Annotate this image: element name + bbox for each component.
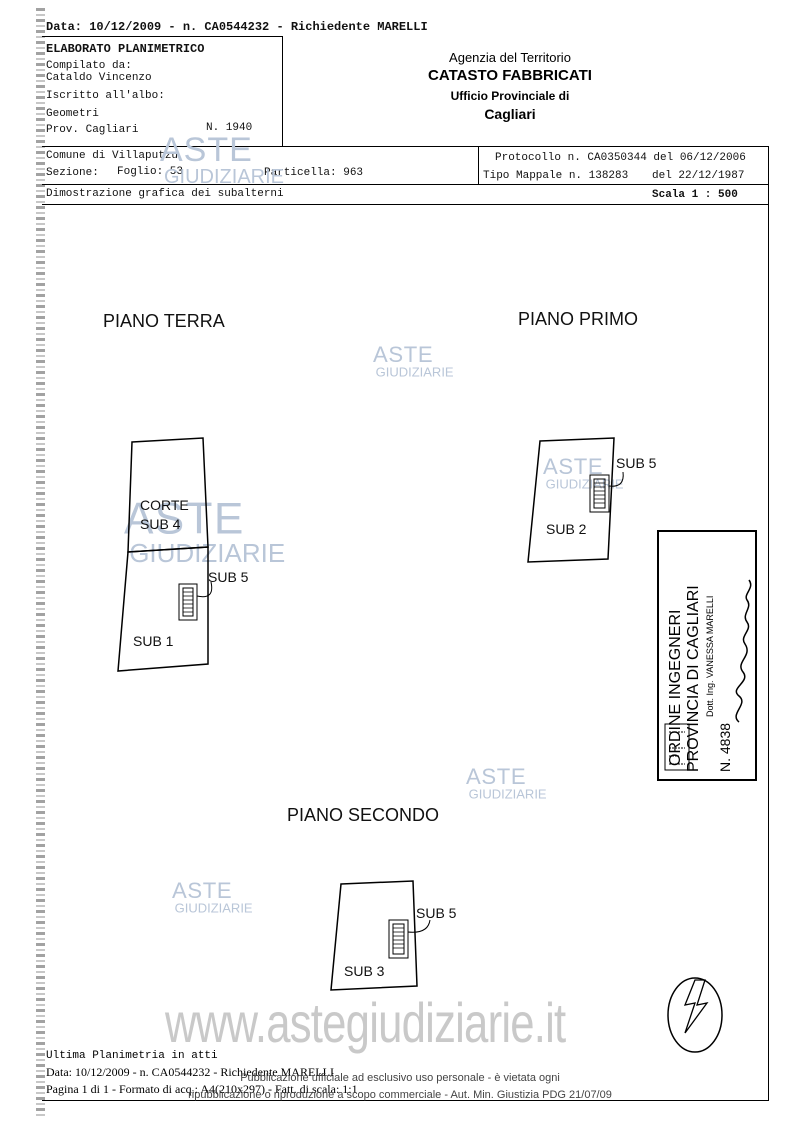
rule-v2 [478,146,479,184]
leader-line [196,581,213,598]
plan-title-secondo: PIANO SECONDO [287,805,440,825]
header-rule [42,36,282,37]
leader-line [608,471,624,487]
registered-label: Iscritto all'albo: [46,90,165,102]
registration-number: N. 1940 [206,122,253,134]
label-sub2: SUB 2 [546,521,587,537]
signature-icon [735,579,752,723]
plan-title-primo: PIANO PRIMO [518,309,639,329]
label-sub5-terra: SUB 5 [208,569,249,585]
agency-line1: Agenzia del Territorio [449,50,571,65]
stamp-line3: Dott. Ing. VANESSA MARELLI [705,595,715,717]
footer-notice-2: ripubblicazione o riproduzione a scopo c… [188,1089,612,1101]
registered: Geometri [46,108,99,120]
sub1-outline [117,546,209,672]
rule-1 [42,146,769,147]
doc-title: ELABORATO PLANIMETRICO [46,42,205,56]
comune: Comune di Villaputzu [46,150,179,162]
plan-title-terra: PIANO TERRA [103,311,225,331]
label-sub5-secondo: SUB 5 [416,905,457,921]
agency-line2: CATASTO FABBRICATI [428,67,592,84]
province: Prov. Cagliari [46,124,139,136]
footer-line2: Data: 10/12/2009 - n. CA0544232 - Richie… [46,1065,334,1079]
particella: Particella: 963 [264,167,364,179]
agency-line3: Ufficio Provinciale di [450,89,570,103]
scan-edge [36,8,45,1118]
engineer-stamp: ORDINE INGEGNERI PROVINCIA DI CAGLIARI D… [657,530,757,781]
agency-line4: Cagliari [484,106,536,122]
tipo-mappale-date: del 22/12/1987 [652,170,745,182]
leader-line [407,919,431,933]
sub3-outline [330,880,418,991]
stair-icon [178,583,198,621]
sub2-outline [527,437,615,563]
stair-icon [388,919,409,959]
header-divider [282,36,283,146]
frame-bottom [42,1100,769,1101]
label-sub5-primo: SUB 5 [616,455,657,471]
label-sub4: SUB 4 [140,516,181,532]
label-sub1: SUB 1 [133,633,174,649]
scala: Scala 1 : 500 [652,189,738,201]
sezione: Sezione: [46,167,99,179]
north-arrow-icon [667,977,723,1053]
compiled-by-label: Compilato da: [46,60,132,72]
corte-sub4-outline [127,437,209,553]
rule-3 [42,204,769,205]
site-watermark: www.astegiudiziarie.it [165,991,566,1054]
header-top-line: Data: 10/12/2009 - n. CA0544232 - Richie… [46,20,428,34]
protocollo: Protocollo n. CA0350344 del 06/12/2006 [495,152,746,164]
footer-line3: Pagina 1 di 1 - Formato di acq.: A4(210x… [46,1082,358,1096]
stair-icon [589,474,610,513]
footer-line1: Ultima Planimetria in atti [46,1050,218,1062]
dimostrazione: Dimostrazione grafica dei subalterni [46,188,284,200]
tipo-mappale: Tipo Mappale n. 138283 [483,170,629,182]
footer-notice-1: Pubblicazione ufficiale ad esclusivo uso… [240,1072,560,1084]
stamp-seal-icon [664,723,690,771]
label-sub3: SUB 3 [344,963,385,979]
rule-2 [42,184,769,185]
frame-right [768,146,769,1100]
compiled-by: Cataldo Vincenzo [46,72,152,84]
label-corte: CORTE [140,497,189,513]
foglio: Foglio: 53 [117,166,184,178]
